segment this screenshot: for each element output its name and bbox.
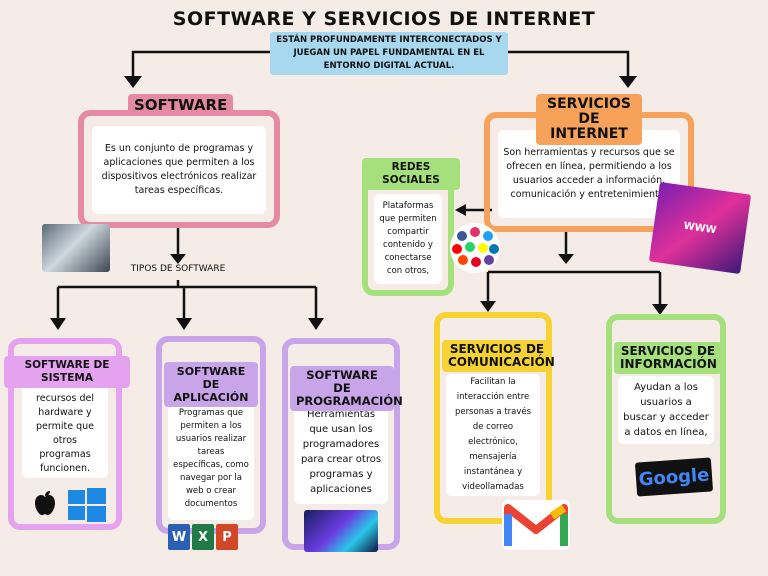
- informacion-card: Ayudan a los usuarios a buscar y acceder…: [606, 314, 726, 524]
- software-card: Es un conjunto de programas y aplicacion…: [78, 110, 280, 228]
- redes-text: Plataformas que permiten compartir conte…: [374, 194, 442, 284]
- page-title: SOFTWARE Y SERVICIOS DE INTERNET: [172, 8, 596, 30]
- page-subtitle: ESTÁN PROFUNDAMENTE INTERCONECTADOS Y JU…: [270, 32, 508, 75]
- www-image: WWW: [648, 181, 752, 275]
- gmail-icon: [500, 494, 572, 556]
- comunicacion-card: Facilitan la interacción entre personas …: [434, 312, 552, 524]
- office-icons: W X P: [168, 524, 238, 550]
- aplicacion-text: Programas que permiten a los usuarios re…: [168, 398, 254, 520]
- tipos-software-label: TIPOS DE SOFTWARE: [130, 264, 226, 274]
- apple-icon: [34, 490, 56, 520]
- software-text: Es un conjunto de programas y aplicacion…: [92, 126, 266, 214]
- sistema-card: Gestiona los recursos del hardware y per…: [8, 338, 122, 530]
- comunicacion-text: Facilitan la interacción entre personas …: [446, 374, 540, 496]
- comunicacion-label: SERVICIOS DE COMUNICACIÓN: [442, 340, 555, 372]
- informacion-label: SERVICIOS DE INFORMACIÓN: [614, 342, 722, 374]
- programacion-label: SOFTWARE DE PROGRAMACIÓN: [290, 366, 403, 411]
- programacion-card: Herramientas que usan los programadores …: [282, 338, 400, 550]
- windows-icon: [68, 488, 106, 526]
- social-media-icons: [444, 222, 506, 278]
- powerpoint-icon: P: [216, 524, 238, 550]
- sistema-text: Gestiona los recursos del hardware y per…: [22, 376, 108, 478]
- servicios-text: Son herramientas y recursos que se ofrec…: [498, 130, 680, 218]
- google-text: Google: [637, 464, 711, 490]
- excel-icon: X: [192, 524, 214, 550]
- aplicacion-label: SOFTWARE DE APLICACIÓN: [164, 362, 258, 407]
- programacion-text: Herramientas que usan los programadores …: [294, 400, 388, 504]
- redes-label: REDES SOCIALES: [362, 158, 460, 190]
- software-label: SOFTWARE: [128, 94, 234, 116]
- www-text: WWW: [682, 220, 718, 236]
- servicios-card: Son herramientas y recursos que se ofrec…: [484, 112, 694, 232]
- google-logo: Google: [634, 457, 714, 497]
- redes-card: Plataformas que permiten compartir conte…: [362, 168, 454, 296]
- word-icon: W: [168, 524, 190, 550]
- software-photo: [42, 224, 110, 272]
- sistema-label: SOFTWARE DE SISTEMA: [4, 356, 130, 388]
- informacion-text: Ayudan a los usuarios a buscar y acceder…: [618, 376, 714, 444]
- programming-photo: [304, 510, 378, 552]
- servicios-label: SERVICIOS DE INTERNET: [536, 94, 642, 145]
